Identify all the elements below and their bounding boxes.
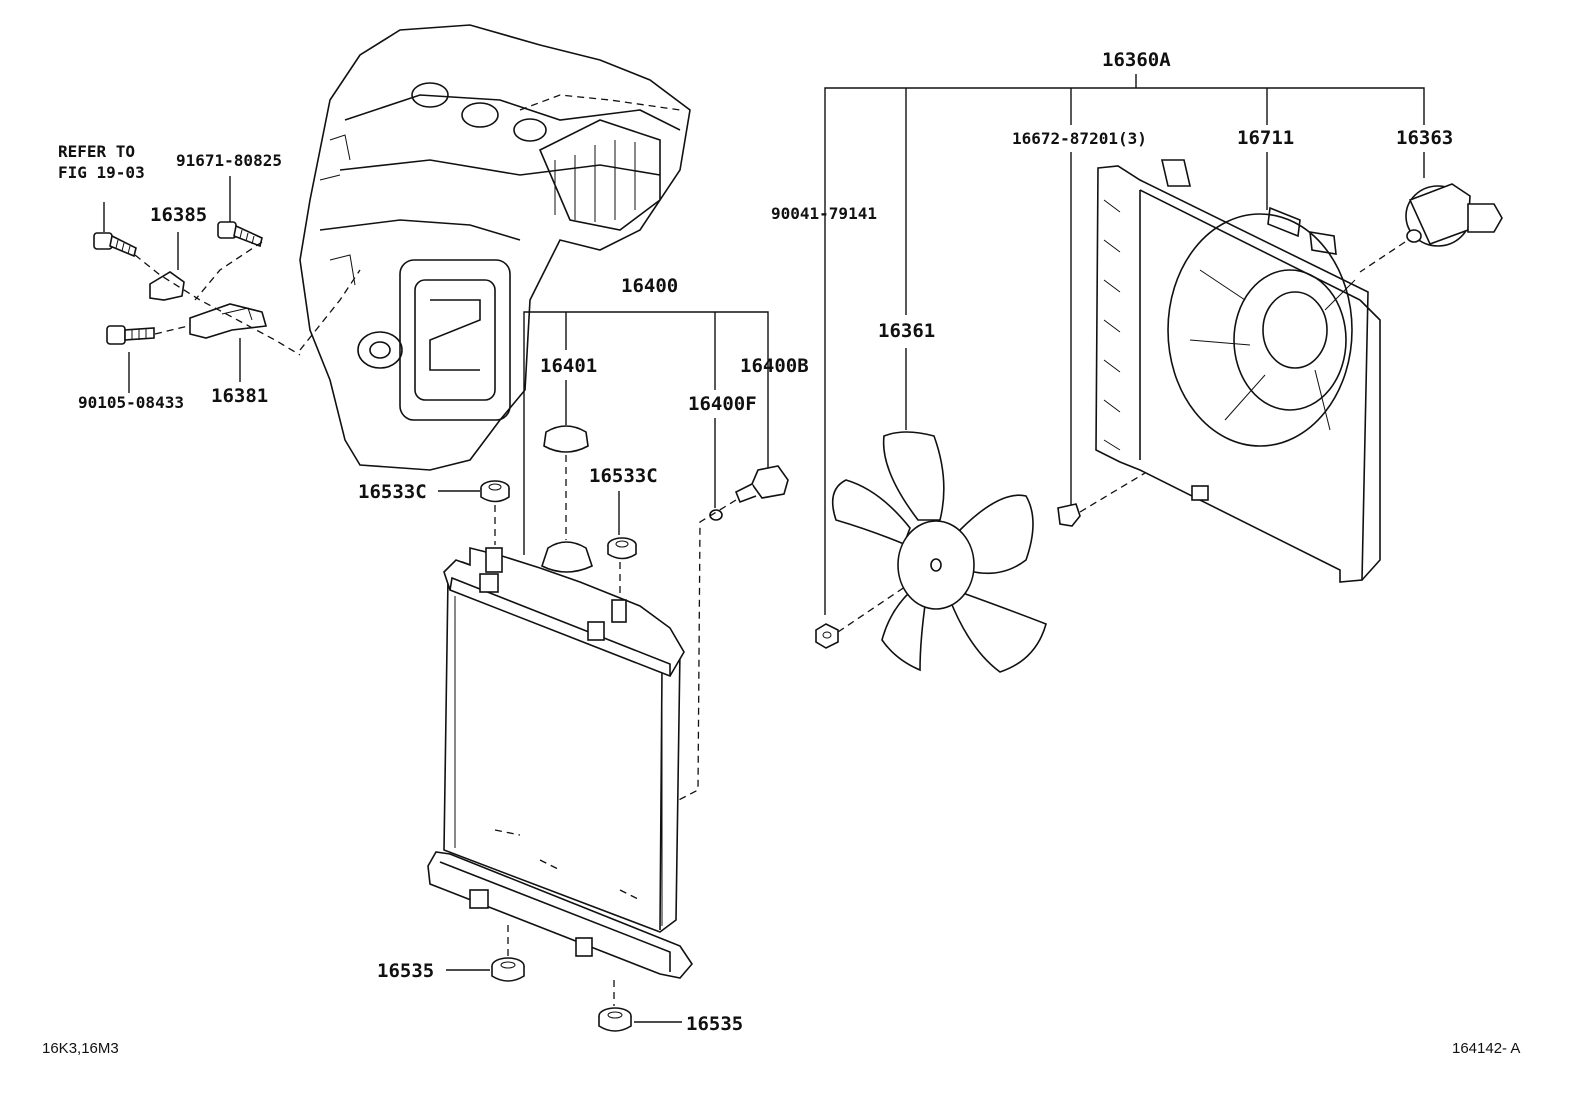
grommet-upper-right-icon bbox=[607, 537, 637, 560]
nut-icon bbox=[815, 623, 839, 649]
label-91671-80825: 91671-80825 bbox=[176, 151, 282, 170]
label-16711: 16711 bbox=[1237, 127, 1294, 149]
fan-motor-icon bbox=[1405, 183, 1503, 247]
refer-fig-text: FIG 19-03 bbox=[58, 163, 145, 182]
label-90041-79141: 90041-79141 bbox=[771, 204, 877, 223]
grommet-lower-left-icon bbox=[491, 957, 525, 982]
bolt-91671-icon bbox=[217, 221, 263, 248]
label-16401: 16401 bbox=[540, 355, 597, 377]
bolt-icon bbox=[93, 232, 137, 258]
label-16381: 16381 bbox=[211, 385, 268, 407]
label-16533C-right: 16533C bbox=[589, 465, 658, 487]
label-16361: 16361 bbox=[878, 320, 935, 342]
clip-16672-icon bbox=[1057, 503, 1081, 527]
grommet-lower-bottom-icon bbox=[598, 1007, 632, 1032]
grommet-upper-left-icon bbox=[480, 480, 510, 503]
refer-to-text: REFER TO bbox=[58, 142, 135, 161]
label-16363: 16363 bbox=[1396, 127, 1453, 149]
label-16535-bottom: 16535 bbox=[686, 1013, 743, 1035]
cooling-fan-icon bbox=[831, 431, 1047, 673]
figure-id-text: 164142- A bbox=[1452, 1040, 1520, 1057]
bolt-90105-icon bbox=[106, 325, 155, 345]
radiator-cap-icon bbox=[543, 425, 589, 453]
o-ring-icon bbox=[709, 509, 723, 521]
clip-16385-icon bbox=[149, 271, 185, 301]
model-code-text: 16K3,16M3 bbox=[42, 1040, 119, 1057]
fan-shroud-icon bbox=[1095, 159, 1381, 583]
label-16385: 16385 bbox=[150, 204, 207, 226]
radiator-group: 16400 16401 16400B 16400F 16533C 16533C bbox=[358, 275, 809, 1035]
label-16400: 16400 bbox=[621, 275, 678, 297]
label-16360A: 16360A bbox=[1102, 49, 1171, 71]
fan-assembly-group: 16360A 90041-79141 16361 16672-87201(3) … bbox=[771, 49, 1503, 673]
label-16535-left: 16535 bbox=[377, 960, 434, 982]
temperature-sensor-icon bbox=[734, 465, 789, 504]
bracket-16381-icon bbox=[189, 303, 268, 339]
label-16533C-left: 16533C bbox=[358, 481, 427, 503]
label-16672-87201: 16672-87201(3) bbox=[1012, 129, 1147, 148]
label-16400F: 16400F bbox=[688, 393, 757, 415]
engine-block-illustration bbox=[299, 24, 691, 471]
label-90105-08433: 90105-08433 bbox=[78, 393, 184, 412]
bracket-group: REFER TO FIG 19-03 91671-80825 16385 bbox=[58, 142, 301, 412]
label-16400B: 16400B bbox=[740, 355, 809, 377]
